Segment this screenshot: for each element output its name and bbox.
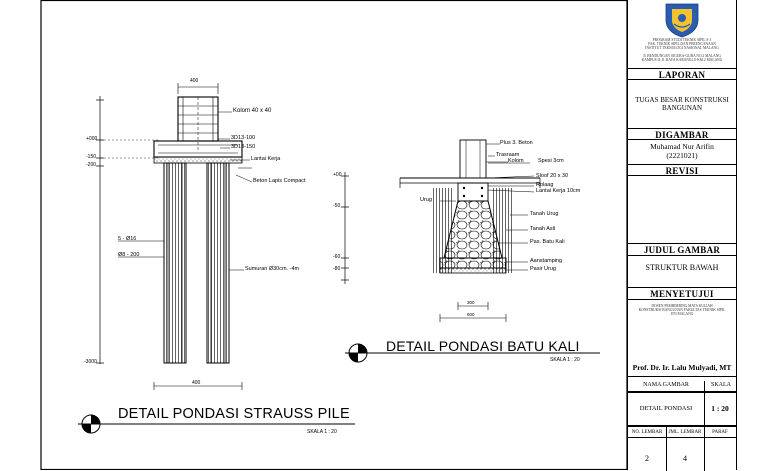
jml-lembar-value: 4 <box>683 454 687 463</box>
batu-kali-callout-lantai: Lantai Kerja 10cm <box>536 188 581 194</box>
institution-logo <box>665 3 699 38</box>
strauss-callout-sengkang: Ø8 - 200 <box>118 252 140 258</box>
no-lembar-label: NO. LEMBAR <box>631 430 663 435</box>
lembar-divider-1 <box>666 427 667 471</box>
batu-kali-title: DETAIL PONDASI BATU KALI <box>386 338 580 354</box>
menyetujui-header: MENYETUJUI <box>628 287 736 300</box>
strauss-title-symbol <box>78 414 355 434</box>
menyetujui-desc-3: ITN MALANG <box>670 312 694 316</box>
institution-line-2: FAK. TEKNIK SIPIL DAN PERENCANAAN <box>648 42 716 46</box>
digambar-nim: (2221021) <box>666 151 698 160</box>
batu-kali-callout-sloof-top: Plus 3. Beton <box>500 140 533 146</box>
laporan-value-2: BANGUNAN <box>661 104 703 112</box>
menyetujui-desc-2: KONSTRUKSI BANGUNAN FAKULTAS TEKNIK SIPI… <box>638 308 726 312</box>
judul-gambar-value: STRUKTUR BAWAH <box>645 263 719 272</box>
digambar-name: Muhamad Nur Arifin <box>650 142 714 151</box>
address-line-2: KAMPUS II: Jl. RAYA KARANGLO KM.2 MALANG <box>641 58 723 62</box>
batu-kali-elev-3: -80 <box>333 266 341 272</box>
nama-gambar-label: NAMA GAMBAR <box>643 382 689 388</box>
batu-kali-elev-2: -60 <box>333 254 341 260</box>
batu-kali-callout-aanstamping: Aanstamping <box>530 258 563 264</box>
institution-line-1: PROGRAM STUDI TEKNIK SIPIL S-1 <box>652 38 712 42</box>
batu-kali-callout-rolaag: Rolaag <box>536 182 554 188</box>
batu-kali-callout-tanah-urug: Tanah Urug <box>530 211 559 217</box>
lembar-header-row: NO. LEMBAR JML. LEMBAR PARAF <box>628 426 736 471</box>
batu-kali-elev-1: -50 <box>333 203 341 209</box>
laporan-value-1: TUGAS BESAR KONSTRUKSI <box>635 96 729 104</box>
jml-lembar-label: JML. LEMBAR <box>668 430 702 435</box>
batu-kali-bottom-dim-2: 600 <box>467 312 475 317</box>
batu-kali-callout-trasraam: Trasraam <box>496 152 520 158</box>
nama-gambar-value: DETAIL PONDASI <box>639 405 693 412</box>
nama-gambar-row: NAMA GAMBAR SKALA <box>628 376 737 393</box>
skala-value: 1 : 20 <box>711 404 729 413</box>
strauss-elev-3: -3000 <box>84 359 97 365</box>
strauss-callout-ring2: 3D13-150 <box>231 144 256 150</box>
strauss-callout-kolom: Kolom 40 x 40 <box>233 108 272 114</box>
paraf-label: PARAF <box>712 430 728 435</box>
strauss-callout-lantai: Lantai Kerja <box>251 156 281 162</box>
strauss-callout-sumuran: Sumuran Ø30cm. -4m <box>245 266 300 272</box>
batu-kali-callout-kolom: Kolom <box>508 158 524 164</box>
batu-kali-callout-tanah-asli: Tanah Asli <box>530 226 556 232</box>
strauss-elev-2: -200 <box>86 162 97 168</box>
batu-kali-title-symbol <box>345 343 600 363</box>
strauss-elev-0: +000 <box>86 136 98 142</box>
strauss-bottom-dimension: 400 <box>192 380 201 386</box>
approver-name: Prof. Dr. Ir. Lalu Mulyadi, MT <box>632 363 732 372</box>
strauss-title: DETAIL PONDASI STRAUSS PILE <box>118 406 350 422</box>
skala-label: SKALA <box>704 381 737 393</box>
strauss-callout-ring1: 3D13-100 <box>231 135 256 141</box>
title-block: PROGRAM STUDI TEKNIK SIPIL S-1 FAK. TEKN… <box>627 0 737 471</box>
batu-kali-callout-sloof: Sloof 20 x 30 <box>536 173 569 179</box>
batu-kali-callout-pasir: Pasir Urug <box>530 266 556 272</box>
batu-kali-scale: SKALA 1 : 20 <box>550 357 580 363</box>
judul-gambar-header: JUDUL GAMBAR <box>628 243 736 256</box>
digambar-header: DIGAMBAR <box>628 128 736 140</box>
batu-kali-detail <box>341 139 541 322</box>
strauss-callout-beton: Beton Lapis Compact <box>253 178 306 184</box>
batu-kali-callout-spesi: Spesi 3cm <box>538 158 564 164</box>
revisi-header: REVISI <box>628 164 736 176</box>
batu-kali-bottom-dim-1: 300 <box>467 300 475 305</box>
sheet-border <box>40 0 628 470</box>
menyetujui-desc-1: DOSEN PEMBIMBING MATA KULIAH <box>651 304 713 308</box>
batu-kali-callout-batu-kali: Pas. Batu Kali <box>530 239 565 245</box>
address-line-1: Jl. BENDUNGAN SIGURA-GURA NO.2 MALANG <box>643 54 721 58</box>
strauss-callout-tulangan: 5 - Ø16 <box>118 236 137 242</box>
strauss-top-dimension: 400 <box>190 78 199 84</box>
laporan-header: LAPORAN <box>628 68 736 80</box>
strauss-elev-1: -150 <box>86 154 97 160</box>
no-lembar-value: 2 <box>645 454 649 463</box>
batu-kali-elev-0: +00 <box>333 172 342 178</box>
lembar-divider-2 <box>704 427 705 471</box>
strauss-scale: SKALA 1 : 20 <box>307 429 337 435</box>
institution-line-3: INSTITUT TEKNOLOGI NASIONAL MALANG <box>645 46 719 50</box>
strauss-pile-detail <box>96 83 253 390</box>
batu-kali-callout-urug: Urug <box>420 197 432 203</box>
nama-gambar-value-row: DETAIL PONDASI 1 : 20 <box>628 392 736 427</box>
skala-divider <box>704 393 705 427</box>
